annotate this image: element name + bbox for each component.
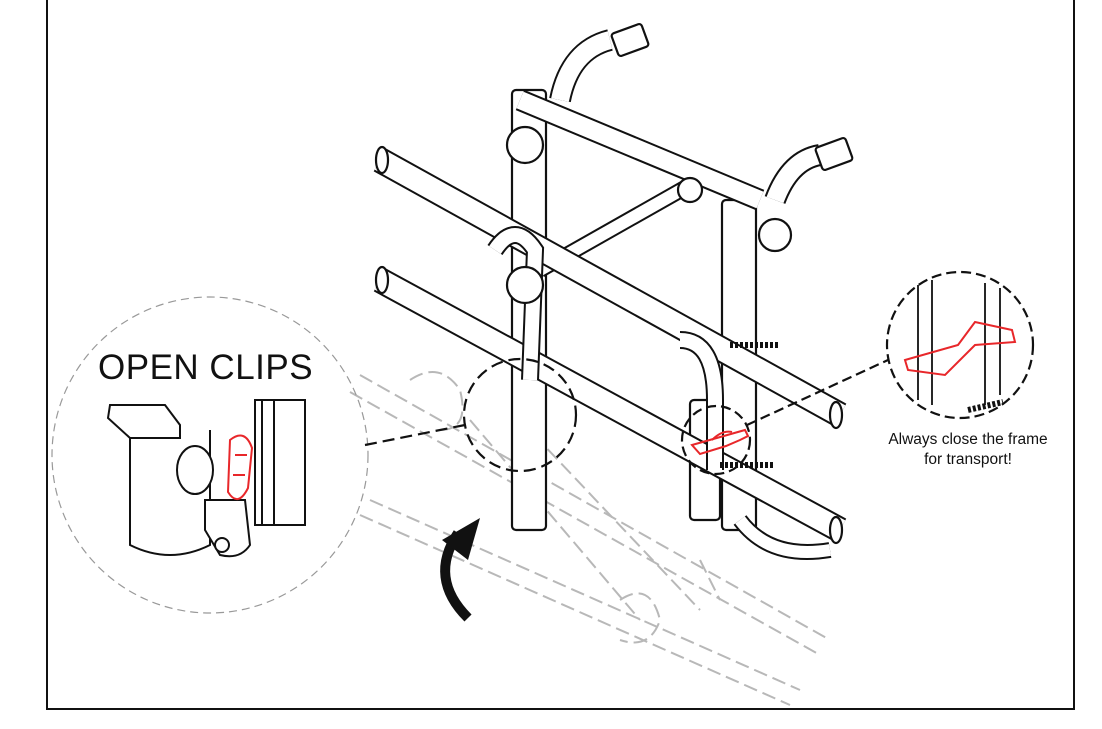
folded-carrier-ghost [349,371,831,706]
open-clips-detail [51,296,578,614]
upright-carrier [373,22,1004,545]
frame-clip-highlight [690,428,750,456]
bottom-support [733,514,832,560]
transport-note: Always close the frame for transport! [862,430,1074,470]
transport-note-line1: Always close the frame [888,431,1048,448]
close-frame-detail [680,270,1035,476]
fold-up-arrow [440,518,480,622]
transport-note-line2: for transport! [924,451,1012,468]
diagram-frame [46,0,1075,710]
open-clips-label: OPEN CLIPS [98,348,314,387]
